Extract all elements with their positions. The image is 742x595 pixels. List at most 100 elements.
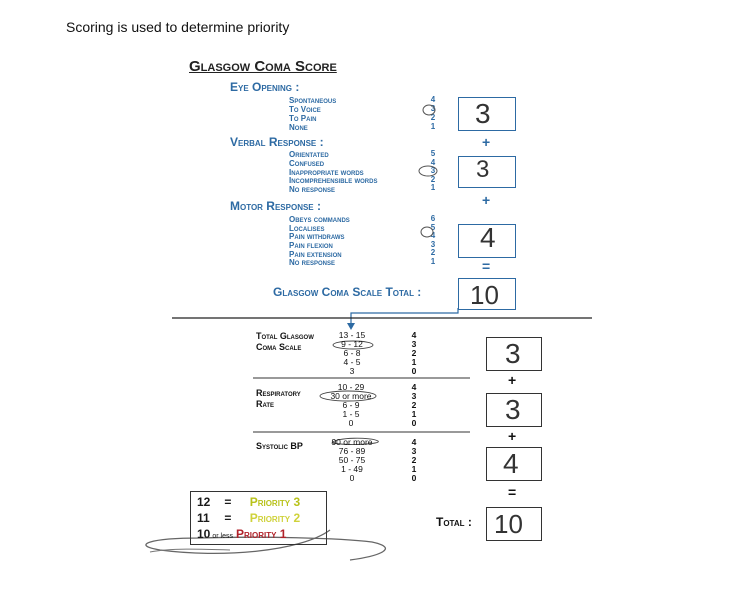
range-value: 3 (349, 366, 355, 376)
priority-row: 12 = Priority 3 (197, 495, 300, 509)
range-value: 6 - 9 (342, 400, 360, 410)
motor-option: Pain extension (289, 250, 342, 259)
motor-value: 3 (430, 239, 436, 249)
range-value: 1 - 49 (341, 464, 363, 474)
gcs-triage-score-box[interactable] (486, 337, 542, 371)
triage-label-line: Rate (256, 399, 275, 409)
priority-oval-mark (149, 548, 231, 553)
triage-ranges-respiratory: 10 - 29 30 or more 6 - 9 1 - 5 0 (328, 383, 374, 428)
systolic-score: 4 (503, 448, 519, 479)
verbal-value: 5 (430, 149, 436, 158)
triage-value: 1 (411, 357, 417, 367)
range-value: 9 - 12 (341, 339, 363, 349)
verbal-option: Confused (289, 159, 325, 168)
motor-option: No response (289, 258, 336, 267)
plus-sign: + (482, 134, 491, 150)
equals-sign: = (508, 484, 517, 500)
triage-label-line: Total Glasgow (256, 331, 314, 341)
priority-score: 10 (197, 527, 211, 541)
triage-value: 4 (411, 437, 417, 447)
priority-3-label: Priority 3 (249, 495, 301, 509)
motor-value: 2 (430, 248, 436, 257)
verbal-score: 3 (476, 156, 490, 183)
verbal-values: 5 4 3 2 1 (428, 150, 438, 193)
eye-score: 3 (475, 98, 491, 129)
motor-values: 6 5 4 3 2 1 (428, 215, 438, 266)
priority-1-label: Priority 1 (235, 527, 287, 541)
triage-value: 0 (411, 366, 417, 376)
eye-option: To Voice (289, 105, 321, 114)
respiratory-score-box[interactable] (486, 393, 542, 427)
motor-option: Pain withdraws (289, 232, 345, 241)
eye-score-box[interactable] (458, 97, 516, 131)
range-value: 1 - 5 (342, 409, 360, 419)
range-value: 50 - 75 (338, 455, 366, 465)
gcs-total-box[interactable] (458, 278, 516, 310)
triage-values-systolic: 4 3 2 1 0 (409, 438, 419, 483)
triage-value: 2 (411, 400, 417, 410)
triage-label-gcs: Total Glasgow Coma Scale (256, 331, 314, 353)
range-value: 90 or more (331, 437, 373, 447)
motor-response-heading: Motor Response : (230, 199, 321, 213)
eye-value: 1 (430, 122, 436, 131)
verbal-value: 1 (430, 183, 436, 192)
verbal-score-box[interactable] (458, 156, 516, 188)
plus-sign: + (508, 372, 517, 388)
motor-option: Pain flexion (289, 241, 333, 250)
triage-ranges-gcs: 13 - 15 9 - 12 6 - 8 4 - 5 3 (333, 331, 371, 376)
verbal-option: Incomprehensible words (289, 176, 378, 185)
verbal-response-heading: Verbal Response : (230, 135, 324, 149)
triage-label-respiratory: Respiratory Rate (256, 388, 301, 410)
range-value: 0 (349, 473, 355, 483)
systolic-score-box[interactable] (486, 447, 542, 481)
motor-value: 6 (430, 214, 436, 223)
gcs-total: 10 (470, 280, 499, 310)
eye-opening-heading: Eye Opening : (230, 80, 300, 94)
eye-values: 4 3 2 1 (428, 96, 438, 132)
triage-values-respiratory: 4 3 2 1 0 (409, 383, 419, 428)
triage-value: 3 (411, 339, 417, 349)
priority-eq: = (224, 511, 232, 525)
motor-option: Localises (289, 224, 325, 233)
triage-label-line: Systolic BP (256, 441, 303, 451)
range-value: 76 - 89 (338, 446, 366, 456)
triage-label-systolic: Systolic BP (256, 441, 303, 452)
triage-value: 1 (411, 464, 417, 474)
plus-sign: + (482, 192, 491, 208)
triage-label-line: Respiratory (256, 388, 301, 398)
gcs-title: Glasgow Coma Score (189, 58, 337, 75)
triage-value: 4 (411, 382, 417, 392)
range-value: 6 - 8 (343, 348, 361, 358)
triage-ranges-systolic: 90 or more 76 - 89 50 - 75 1 - 49 0 (330, 438, 374, 483)
eye-option: None (289, 123, 308, 132)
eye-value: 2 (430, 113, 436, 122)
verbal-option: Inappropriate words (289, 168, 364, 177)
plus-sign: + (508, 428, 517, 444)
eye-option: Spontaneous (289, 96, 337, 105)
triage-value: 1 (411, 409, 417, 419)
total-score-box[interactable] (486, 507, 542, 541)
range-value: 30 or more (330, 391, 372, 401)
priority-suffix: or less (212, 533, 233, 540)
verbal-option: No response (289, 185, 336, 194)
motor-score: 4 (480, 222, 496, 253)
range-value: 10 - 29 (337, 382, 365, 392)
priority-row: 11 = Priority 2 (197, 511, 300, 525)
motor-value: 1 (430, 256, 436, 266)
total-score: 10 (494, 509, 523, 539)
eye-option: To Pain (289, 114, 317, 123)
verbal-value: 4 (430, 157, 436, 167)
range-value: 0 (348, 418, 354, 428)
triage-value: 2 (411, 455, 417, 465)
priority-2-label: Priority 2 (249, 511, 301, 525)
triage-value: 4 (411, 330, 417, 340)
triage-label-line: Coma Scale (256, 342, 302, 352)
motor-score-box[interactable] (458, 224, 516, 258)
triage-value: 2 (411, 348, 417, 358)
triage-values-gcs: 4 3 2 1 0 (409, 331, 419, 376)
respiratory-score: 3 (505, 394, 521, 425)
total-label: Total : (436, 515, 472, 529)
intro-text: Scoring is used to determine priority (66, 19, 290, 35)
verbal-value: 2 (430, 174, 436, 184)
